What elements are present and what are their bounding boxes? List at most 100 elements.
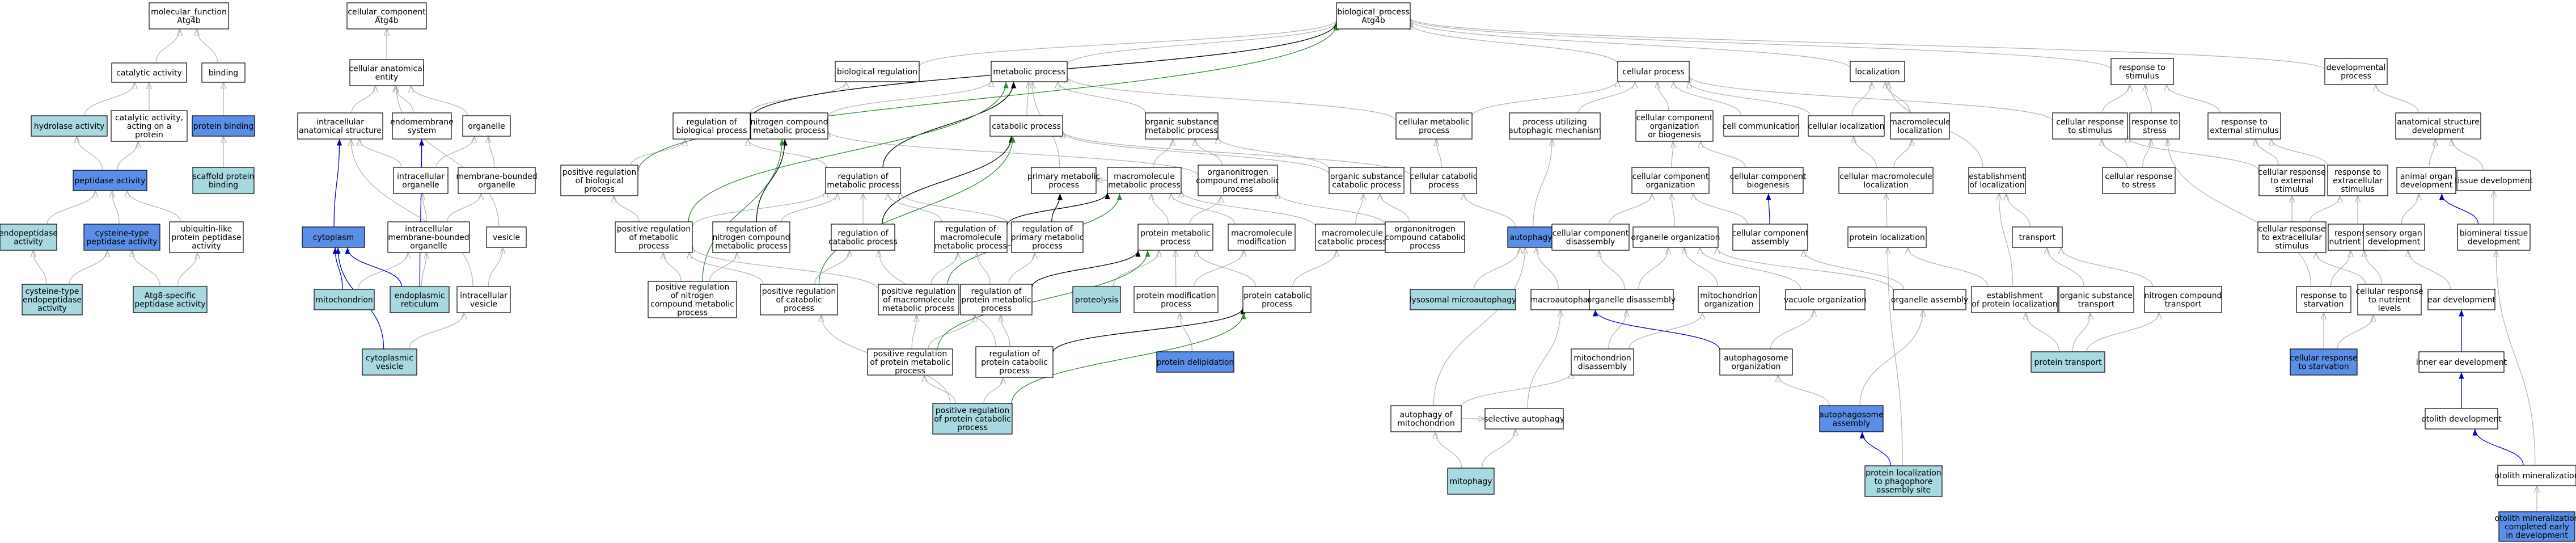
go-term-macroaut[interactable]: macroautophagy bbox=[1530, 289, 1598, 310]
go-term-cellcomm[interactable]: cell communication bbox=[1723, 115, 1800, 137]
go-term-orgorg[interactable]: organelle organization bbox=[1631, 226, 1720, 248]
go-term-catact[interactable]: catalytic activity bbox=[111, 62, 187, 83]
go-term-tissdev[interactable]: tissue development bbox=[2455, 170, 2533, 191]
go-term-protbind[interactable]: protein binding bbox=[192, 115, 255, 137]
go-term-local[interactable]: localization bbox=[1850, 61, 1905, 82]
go-term-pepact[interactable]: peptidase activity bbox=[73, 170, 147, 191]
go-term-transport[interactable]: transport bbox=[2012, 226, 2063, 248]
go-term-bioreg[interactable]: biological regulation bbox=[835, 61, 920, 82]
go-term-innerear[interactable]: inner ear development bbox=[2416, 351, 2507, 373]
go-term-protloc[interactable]: protein localization bbox=[1847, 226, 1927, 248]
go-term-autophagy[interactable]: autophagy bbox=[1507, 226, 1555, 248]
go-term-mitophagy[interactable]: mitophagy bbox=[1447, 468, 1495, 495]
go-term-cellproc[interactable]: cellular process bbox=[1617, 61, 1690, 82]
go-term-catab[interactable]: catabolic process bbox=[989, 115, 1063, 137]
go-term-cytoplasm[interactable]: cytoplasm bbox=[302, 226, 365, 248]
go-term-vesicle[interactable]: vesicle bbox=[486, 226, 527, 248]
go-term-orgass[interactable]: organelle assembly bbox=[1891, 289, 1968, 310]
go-term-proteolysis[interactable]: proteolysis bbox=[1072, 286, 1121, 313]
go-term-cellloc[interactable]: cellular localization bbox=[1808, 115, 1885, 137]
go-term-otomin[interactable]: otolith mineralization bbox=[2494, 465, 2576, 486]
go-term-binding[interactable]: binding bbox=[201, 62, 246, 83]
go-term-orgdis[interactable]: organelle disassembly bbox=[1587, 289, 1676, 310]
go-term-protdelip[interactable]: protein delipidation bbox=[1156, 351, 1234, 373]
go-term-eardev[interactable]: ear development bbox=[2427, 289, 2495, 310]
go-term-metab[interactable]: metabolic process bbox=[991, 61, 1068, 82]
go-term-organelle[interactable]: organelle bbox=[462, 115, 511, 137]
go-term-hydro[interactable]: hydrolase activity bbox=[31, 115, 108, 137]
go-term-vacorg[interactable]: vacuole organization bbox=[1784, 289, 1867, 310]
go-term-selaut[interactable]: selective autophagy bbox=[1484, 408, 1564, 430]
go-term-prottrans[interactable]: protein transport bbox=[2031, 351, 2105, 373]
